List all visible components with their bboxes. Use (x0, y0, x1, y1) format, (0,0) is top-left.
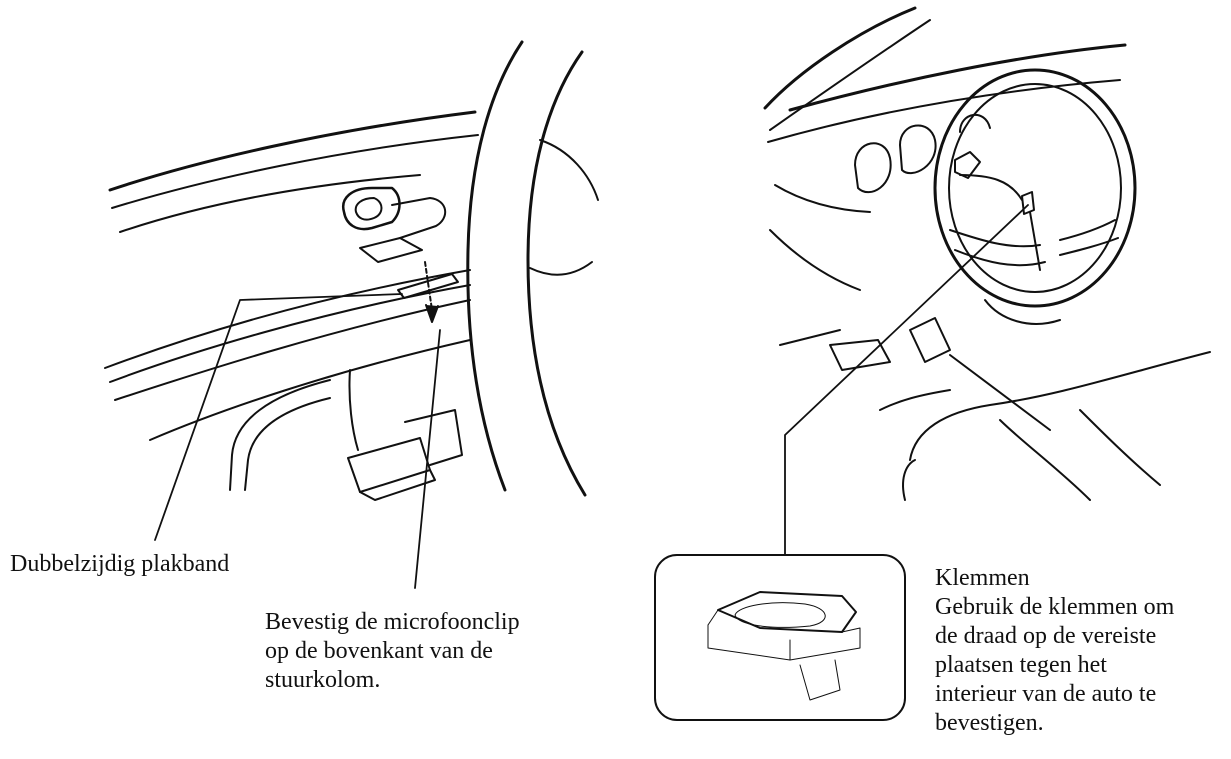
clamps-instruction-line-2: de draad op de vereiste (935, 623, 1157, 649)
right-leader-line (784, 204, 1029, 556)
clamps-title: Klemmen (935, 565, 1030, 591)
mic-clip-instruction: Bevestig de microfoonclip op de bovenkan… (265, 608, 520, 695)
left-dashboard-drawing (104, 40, 599, 501)
clamps-instruction: Gebruik de klemmen om de draad op de ver… (935, 593, 1174, 738)
double-sided-tape-label: Dubbelzijdig plakband (10, 551, 230, 577)
left-leader-lines (154, 293, 441, 589)
clamps-instruction-line-1: Gebruik de klemmen om (935, 594, 1175, 620)
clamp-detail-box (654, 554, 906, 721)
mic-clip-instruction-line-3: stuurkolom. (265, 667, 381, 693)
mic-clip-instruction-line-2: op de bovenkant van de (265, 638, 493, 664)
clamps-instruction-line-5: bevestigen. (935, 710, 1044, 736)
clamps-instruction-line-3: plaatsen tegen het (935, 652, 1107, 678)
mic-clip-instruction-line-1: Bevestig de microfoonclip (265, 609, 520, 635)
right-interior-drawing (763, 6, 1211, 501)
clamps-instruction-line-4: interieur van de auto te (935, 681, 1157, 707)
